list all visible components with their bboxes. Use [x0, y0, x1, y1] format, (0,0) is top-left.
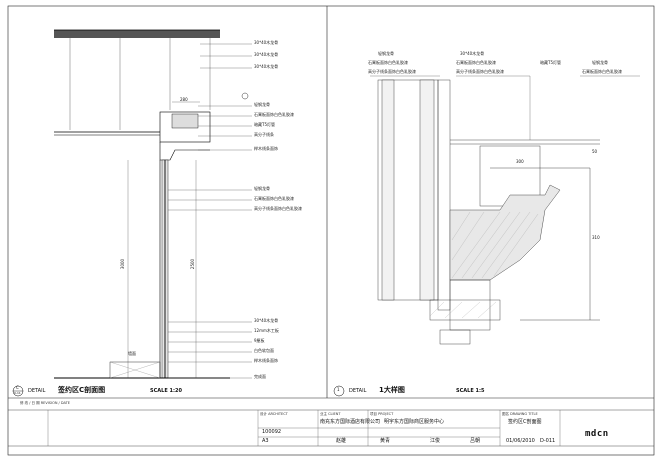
note-r-mid-3: 高分子线条面饰白色乳胶漆 [456, 69, 504, 74]
note-l-16: 榉木线条面饰 [254, 358, 278, 363]
note-l-6: 暗藏T5灯管 [254, 122, 275, 127]
drafter: 黄青 [380, 438, 391, 444]
note-l-3: 30*40木龙骨 [254, 64, 279, 69]
left-detail-scale: SCALE 1:20 [150, 388, 182, 394]
note-l-1: 30*40木龙骨 [254, 40, 279, 45]
note-r-left-1: 轻钢龙骨 [378, 51, 394, 56]
left-detail-label: DETAIL [28, 388, 46, 394]
note-r-left-3: 高分子线条面饰白色乳胶漆 [368, 69, 416, 74]
note-l-12: 30*40木龙骨 [254, 318, 279, 323]
sheet-no: D-011 [540, 438, 556, 444]
note-l-4: 轻钢龙骨 [254, 102, 270, 107]
note-l-2: 30*40木龙骨 [254, 52, 279, 57]
date-value: 01/06/2010 [506, 438, 535, 444]
note-l-15: 白色软包面 [254, 348, 274, 353]
designer: 赵雄 [336, 438, 347, 444]
dim-h1: 3000 [120, 258, 126, 270]
right-detail-scale: SCALE 1:5 [456, 388, 485, 394]
note-l-13: 12mm木工板 [254, 328, 279, 333]
note-l-11: 高分子线条面饰白色乳胶漆 [254, 206, 302, 211]
floor-label: 墙面 [128, 351, 136, 356]
dim-r-s: 50 [592, 149, 598, 154]
dim-h2: 2500 [190, 258, 196, 270]
dim-w1: 280 [180, 97, 188, 102]
note-l-14: 9厘板 [254, 338, 265, 343]
dim-r-h: 310 [592, 235, 600, 240]
left-circle-sheet: 0-11 [14, 391, 21, 395]
revision-label: 修 改 / 日 期 REVISION / DATE [20, 401, 70, 405]
note-l-8: 榉木线条面饰 [254, 146, 278, 151]
note-r-left-2: 石膏板面饰白色乳胶漆 [368, 60, 408, 65]
note-r-right2-1: 轻钢龙骨 [592, 60, 608, 65]
drawing-title-label: 图名 DRAWING TITLE [502, 412, 538, 416]
checker: 江俊 [430, 438, 441, 444]
note-r-mid-1: 30*40木龙骨 [460, 51, 485, 56]
note-l-5: 石膏板面饰白色乳胶漆 [254, 112, 294, 117]
project-value: 明宇东方国际商区服务中心 [384, 419, 445, 425]
architect-label: 设计 ARCHITECT [260, 412, 288, 416]
left-detail-title: 签约区C剖面图 [58, 386, 106, 394]
dim-r-w: 300 [516, 159, 524, 164]
note-l-10: 石膏板面饰白色乳胶漆 [254, 196, 294, 201]
drawing-no: 100092 [262, 429, 282, 435]
project-label: 项目 PROJECT [370, 412, 394, 416]
left-circle-number: C [16, 385, 19, 390]
right-detail-label: DETAIL [349, 388, 367, 394]
note-r-mid-2: 石膏板面饰白色乳胶漆 [456, 60, 496, 65]
note-r-right1-1: 暗藏T5灯管 [540, 60, 561, 65]
note-r-right2-2: 石膏板面饰白色乳胶漆 [582, 69, 622, 74]
company-logo: mdcn [585, 429, 609, 439]
approver: 吕朝 [470, 438, 481, 444]
drawing-title-value: 签约区C剖面图 [508, 419, 542, 425]
right-detail-title: 1大样图 [379, 386, 405, 394]
note-l-17: 完成面 [254, 374, 266, 379]
client-value: 南充东方国际酒店有限公司 [320, 419, 381, 425]
right-circle-number: 1 [337, 387, 340, 392]
note-l-9: 轻钢龙骨 [254, 186, 270, 191]
sheet-size: A3 [262, 438, 269, 444]
note-l-7: 高分子线条 [254, 132, 274, 137]
client-label: 业主 CLIENT [320, 412, 341, 416]
